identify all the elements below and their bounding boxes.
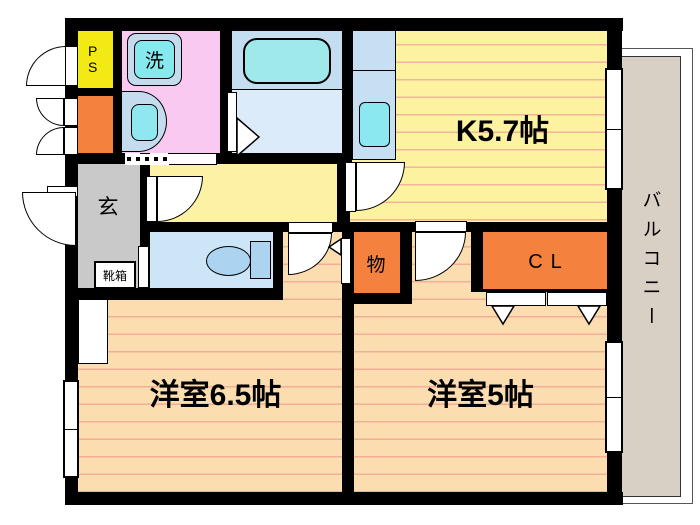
wall-h2-right bbox=[467, 222, 607, 232]
pipe-space-box bbox=[78, 30, 113, 88]
window-room1-left bbox=[63, 380, 79, 478]
closet-box bbox=[483, 232, 607, 292]
wash-basin-bowl bbox=[131, 104, 158, 141]
wall-pocket-closet bbox=[471, 232, 483, 292]
bathroom-floor bbox=[232, 89, 342, 158]
wall-ps-mb bbox=[78, 88, 113, 96]
wall-storage-bottom bbox=[342, 293, 412, 304]
toilet-door bbox=[138, 246, 149, 288]
wall-bottom bbox=[65, 492, 623, 505]
meter-box-door-leaf-top bbox=[64, 98, 78, 126]
storage-door bbox=[341, 238, 351, 284]
label-closet: CL bbox=[528, 250, 570, 273]
room-balcony bbox=[620, 56, 681, 497]
wall-top bbox=[65, 18, 623, 31]
storage-box bbox=[352, 232, 400, 293]
label-entrance: 玄 bbox=[97, 196, 119, 219]
window-tick bbox=[64, 429, 78, 430]
wall-storage-right bbox=[400, 232, 412, 293]
toilet-tank bbox=[250, 241, 271, 279]
wall-h2-left bbox=[140, 222, 288, 232]
room2-door-leaf bbox=[415, 221, 467, 232]
closet-door-left bbox=[486, 292, 546, 306]
toilet-bowl bbox=[206, 246, 251, 276]
closet-door-right bbox=[547, 292, 607, 306]
wall-h1-left bbox=[78, 153, 125, 164]
label-balcony: バルコニー bbox=[639, 189, 661, 335]
wall-ps-washroom bbox=[113, 30, 122, 153]
wall-entrance-bottom bbox=[65, 288, 283, 300]
threshold-dashes bbox=[127, 157, 167, 161]
bathroom-door-jamb bbox=[227, 92, 237, 152]
wash-basin bbox=[120, 91, 167, 152]
label-western-room-1: 洋室6.5帖 bbox=[149, 379, 282, 412]
ps-door-leaf bbox=[64, 46, 78, 86]
kitchen-sink bbox=[359, 102, 390, 147]
room1-door-leaf bbox=[288, 222, 333, 233]
wall-entrance-hall bbox=[140, 153, 150, 293]
window-kitchen-balcony bbox=[605, 68, 623, 190]
window-room2-balcony bbox=[605, 341, 623, 453]
meter-box-door-leaf-bottom bbox=[64, 127, 78, 155]
kitchen-door-leaf bbox=[345, 162, 356, 212]
hallway-door-leaf bbox=[146, 176, 157, 222]
entrance-door-swing bbox=[22, 192, 76, 246]
label-washer: 洗 bbox=[144, 50, 164, 72]
wall-bath-counter bbox=[342, 30, 352, 164]
window-tick bbox=[606, 129, 622, 130]
kitchen-counter-divider bbox=[352, 70, 396, 71]
label-storage: 物 bbox=[366, 254, 386, 276]
window-tick bbox=[606, 397, 622, 398]
label-shoe-box: 靴箱 bbox=[102, 268, 127, 283]
wall-h2-mid bbox=[333, 222, 415, 232]
label-pipe-space: PS bbox=[88, 43, 98, 75]
bathtub bbox=[243, 38, 331, 84]
washing-machine-drum bbox=[134, 40, 175, 79]
label-western-room-2: 洋室5帖 bbox=[427, 379, 534, 412]
meter-box-door-swing-bottom bbox=[36, 127, 64, 155]
ps-door-swing bbox=[26, 46, 66, 86]
label-kitchen: K5.7帖 bbox=[455, 115, 550, 148]
wall-h1-right bbox=[216, 153, 342, 164]
wall-toilet-right bbox=[273, 222, 283, 288]
meter-box bbox=[78, 96, 113, 153]
washroom-threshold bbox=[125, 154, 169, 165]
wall-notch bbox=[78, 298, 108, 364]
shoe-box: 靴箱 bbox=[94, 261, 136, 289]
washroom-door bbox=[168, 153, 217, 165]
meter-box-door-swing-top bbox=[36, 98, 64, 126]
